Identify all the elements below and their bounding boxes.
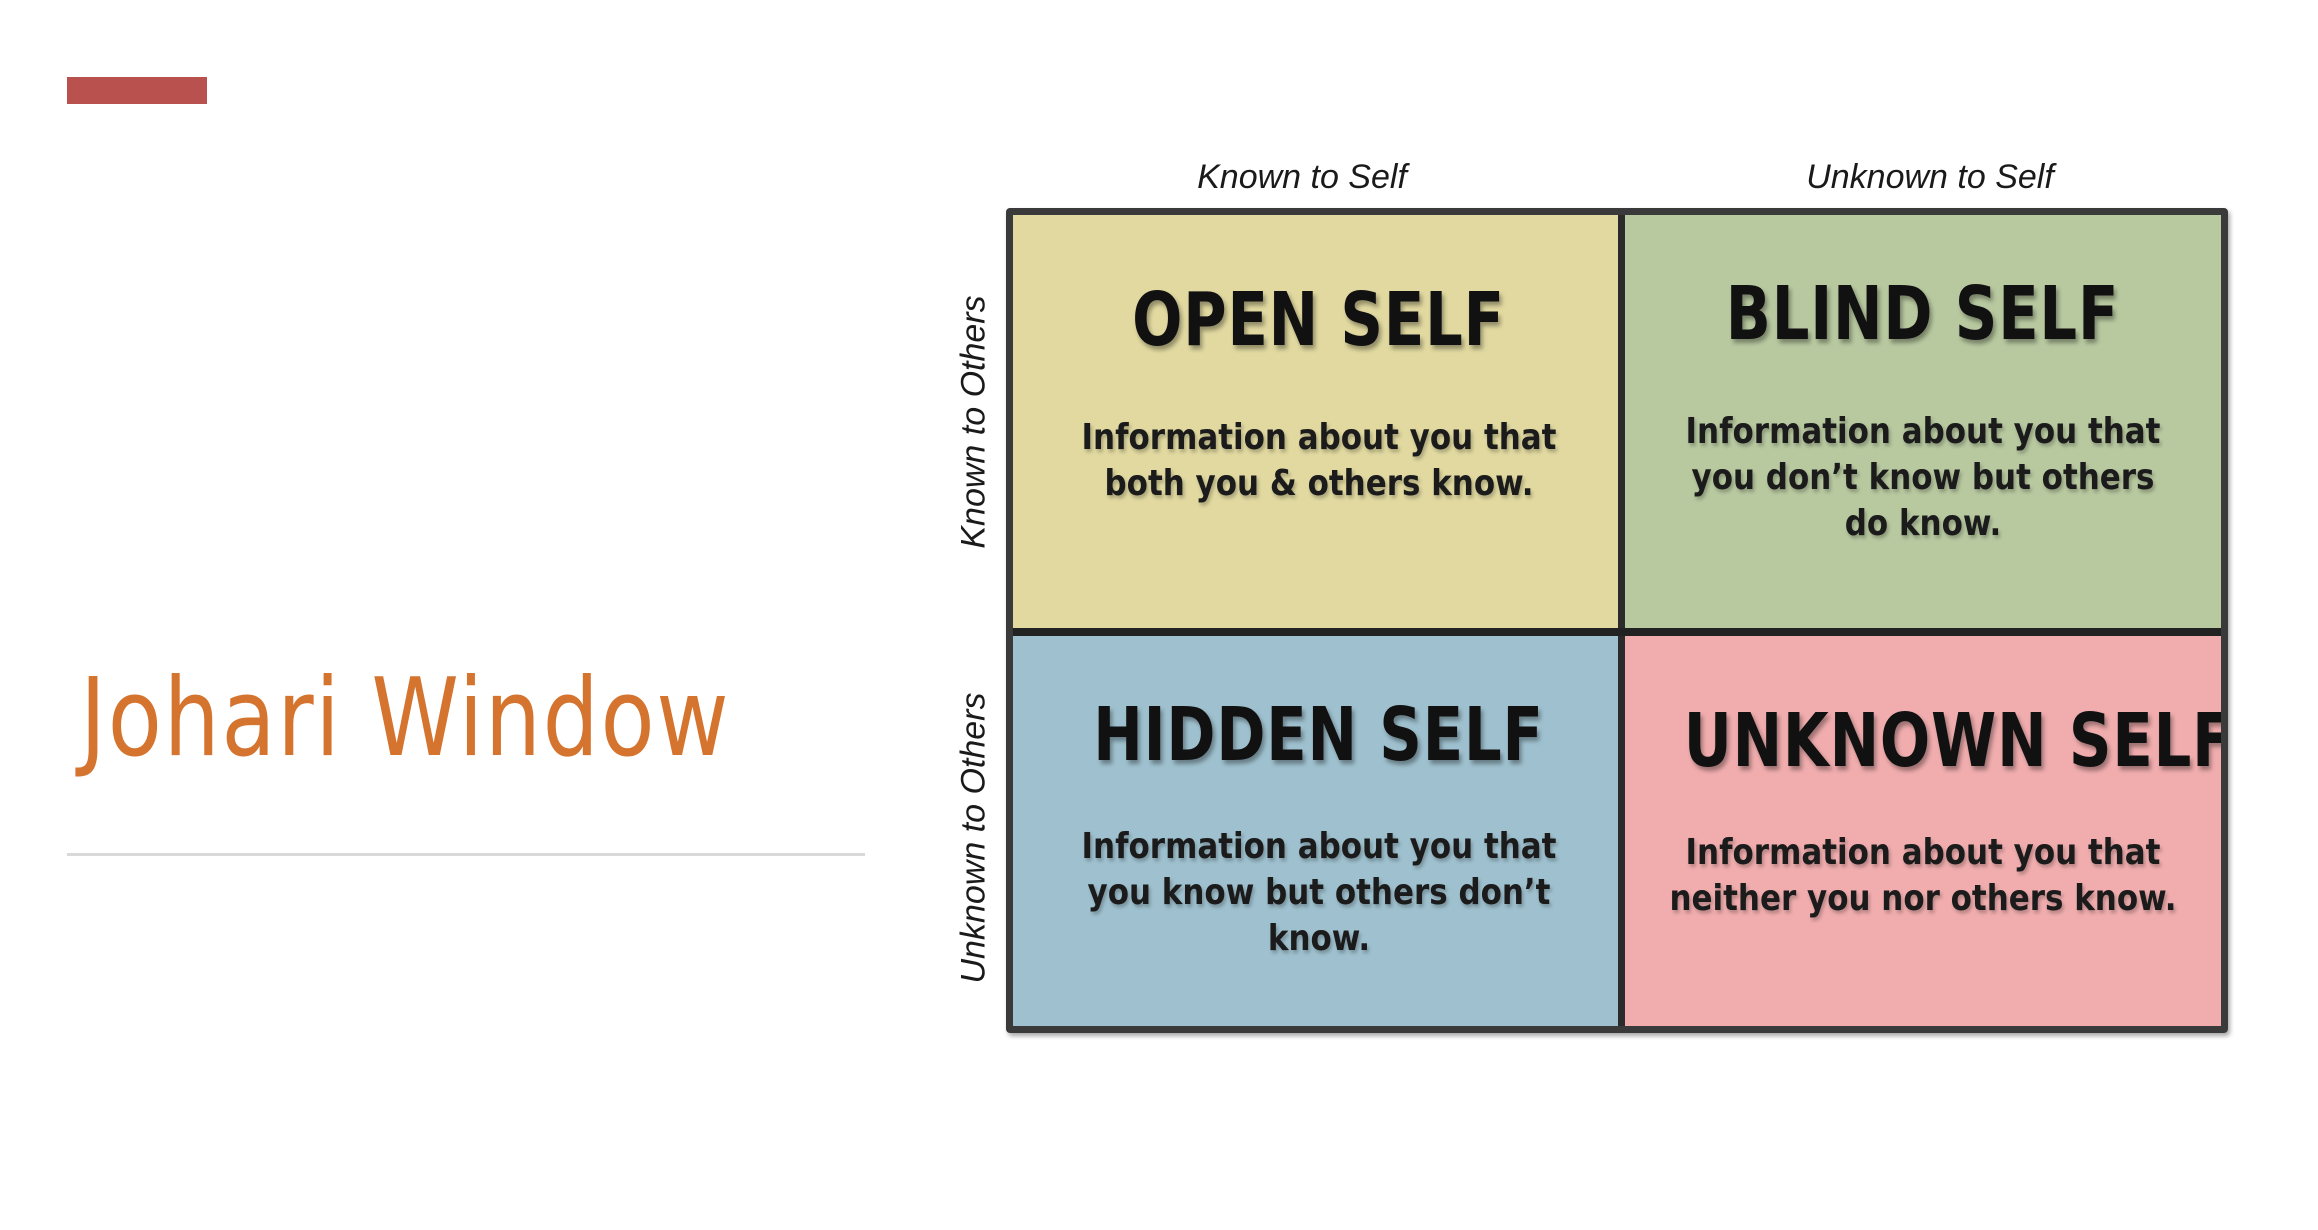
quadrant-title: UNKNOWN SELF: [1683, 698, 2228, 784]
quadrant-grid: OPEN SELF Information about you that bot…: [1006, 208, 2228, 1033]
column-label-known-to-self: Known to Self: [1197, 158, 1407, 196]
quadrant-description: Information about you that you don’t kno…: [1685, 411, 2160, 544]
column-label-unknown-to-self: Unknown to Self: [1806, 158, 2054, 196]
quadrant-open-self: OPEN SELF Information about you that bot…: [1013, 215, 1624, 632]
quadrant-description: Information about you that both you & ot…: [1081, 417, 1556, 504]
quadrant-title: OPEN SELF: [1132, 277, 1505, 363]
quadrant-title: HIDDEN SELF: [1093, 692, 1544, 778]
accent-bar: [67, 77, 207, 104]
vertical-divider: [1618, 215, 1625, 1026]
slide-title: Johari Window: [80, 656, 731, 781]
quadrant-title: BLIND SELF: [1725, 271, 2120, 357]
johari-window-diagram: Known to Self Unknown to Self Known to O…: [940, 150, 2240, 1050]
quadrant-description: Information about you that neither you n…: [1668, 832, 2177, 919]
quadrant-hidden-self: HIDDEN SELF Information about you that y…: [1013, 632, 1624, 1026]
title-underline: [67, 853, 865, 856]
row-label-unknown-to-others: Unknown to Others: [954, 692, 993, 984]
quadrant-description: Information about you that you know but …: [1081, 826, 1556, 959]
quadrant-blind-self: BLIND SELF Information about you that yo…: [1624, 215, 2221, 632]
row-label-known-to-others: Known to Others: [954, 295, 993, 549]
horizontal-divider: [1013, 628, 2221, 636]
quadrant-unknown-self: UNKNOWN SELF Information about you that …: [1624, 632, 2221, 1026]
